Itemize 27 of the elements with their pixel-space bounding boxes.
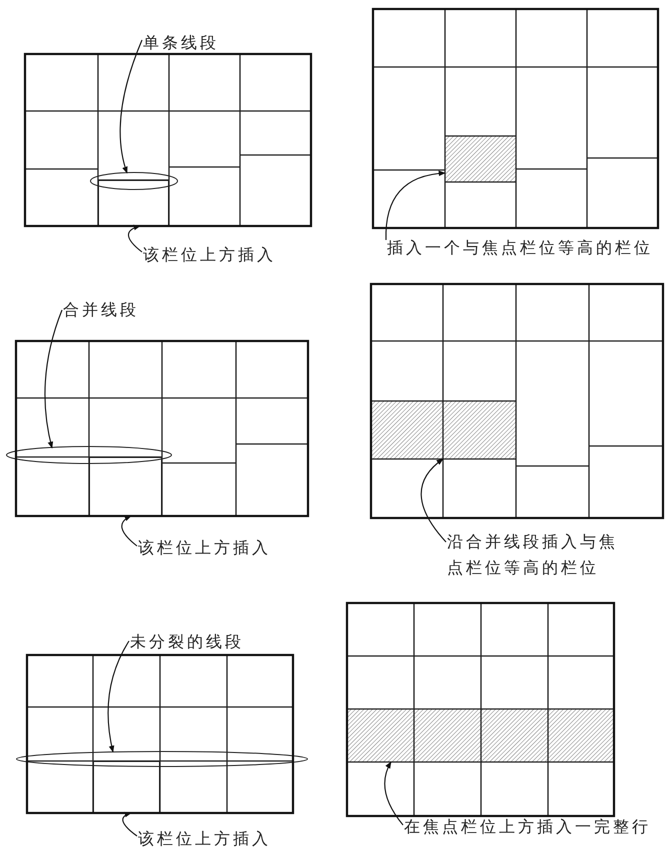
callout-text: 合并线段 [63,299,139,321]
leader-arrow [120,40,143,174]
ellipse-marker [16,751,308,767]
hatched-cell [445,136,516,182]
hatched-cell [347,709,614,762]
callout-text: 未分裂的线段 [130,631,244,653]
leader-arrow [44,310,63,449]
leader-arrow [108,640,130,753]
table-cell [89,457,162,516]
table-cell [98,180,169,226]
hatched-cell [371,401,516,459]
callout-text: 该栏位上方插入 [143,244,276,266]
table-cell [93,761,160,813]
leader-arrow [122,812,138,836]
callout-text: 沿合并线段插入与焦点栏位等高的栏位 [447,531,619,579]
leader-arrow [121,516,138,546]
ellipse-marker [6,446,172,464]
callout-text: 插入一个与焦点栏位等高的栏位 [387,237,653,259]
leader-arrow [128,225,142,252]
ellipse-marker [90,172,178,190]
callout-text: 在焦点栏位上方插入一完整行 [404,816,651,838]
callout-text: 该栏位上方插入 [138,828,271,849]
leader-arrow [420,458,446,542]
leader-arrow [385,170,446,240]
leader-arrow [384,761,404,826]
callout-text: 单条线段 [143,32,219,54]
callout-text: 该栏位上方插入 [138,537,271,559]
